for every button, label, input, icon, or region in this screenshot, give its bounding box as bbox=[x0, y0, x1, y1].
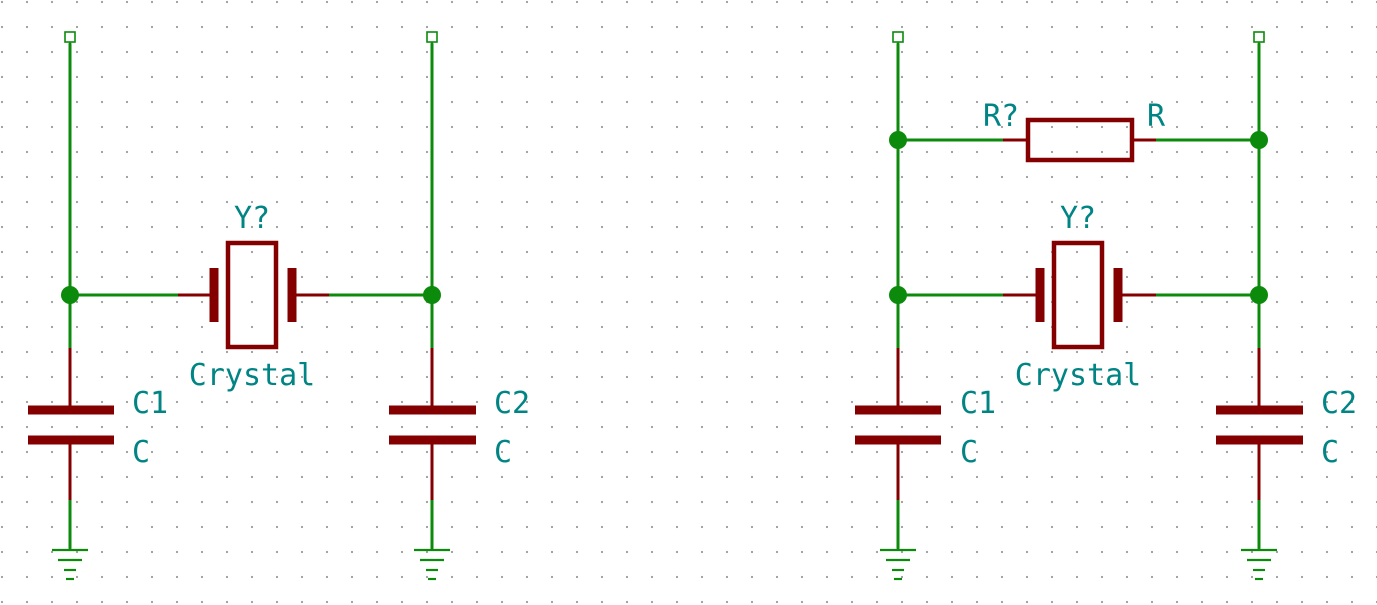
capacitor-value: C bbox=[132, 435, 150, 470]
ground-icon[interactable] bbox=[414, 548, 450, 581]
capacitor-symbol[interactable] bbox=[855, 348, 941, 500]
junction-dot[interactable] bbox=[889, 131, 907, 149]
capacitor-reference: C1 bbox=[960, 386, 996, 421]
crystal-reference: Y? bbox=[1060, 201, 1096, 236]
circuit-left: Y? Crystal C1 C C2 C bbox=[28, 31, 530, 581]
port-marker[interactable] bbox=[426, 31, 438, 43]
crystal-symbol[interactable] bbox=[1003, 240, 1156, 350]
capacitor-value: C bbox=[1321, 435, 1339, 470]
capacitor-value: C bbox=[960, 435, 978, 470]
port-marker[interactable] bbox=[1253, 31, 1265, 43]
crystal-symbol[interactable] bbox=[178, 240, 329, 350]
junction-dot[interactable] bbox=[423, 286, 441, 304]
port-marker[interactable] bbox=[892, 31, 904, 43]
resistor-value: R bbox=[1147, 99, 1166, 134]
crystal-reference: Y? bbox=[234, 201, 270, 236]
crystal-value: Crystal bbox=[189, 358, 315, 393]
circuit-right: R? R Y? Crystal C1 C C2 C bbox=[855, 31, 1357, 581]
capacitor-symbol[interactable] bbox=[28, 348, 114, 500]
crystal-value: Crystal bbox=[1015, 358, 1141, 393]
port-marker[interactable] bbox=[64, 31, 76, 43]
capacitor-value: C bbox=[494, 435, 512, 470]
ground-icon[interactable] bbox=[1241, 548, 1277, 581]
junction-dot[interactable] bbox=[61, 286, 79, 304]
capacitor-symbol[interactable] bbox=[1216, 348, 1303, 500]
capacitor-reference: C2 bbox=[494, 386, 530, 421]
junction-dot[interactable] bbox=[889, 286, 907, 304]
resistor-symbol[interactable] bbox=[1003, 117, 1156, 163]
resistor-reference: R? bbox=[983, 99, 1019, 134]
ground-icon[interactable] bbox=[52, 548, 88, 581]
capacitor-symbol[interactable] bbox=[389, 348, 476, 500]
capacitor-reference: C1 bbox=[132, 386, 168, 421]
ground-icon[interactable] bbox=[880, 548, 916, 581]
junction-dot[interactable] bbox=[1250, 286, 1268, 304]
capacitor-reference: C2 bbox=[1321, 386, 1357, 421]
junction-dot[interactable] bbox=[1250, 131, 1268, 149]
